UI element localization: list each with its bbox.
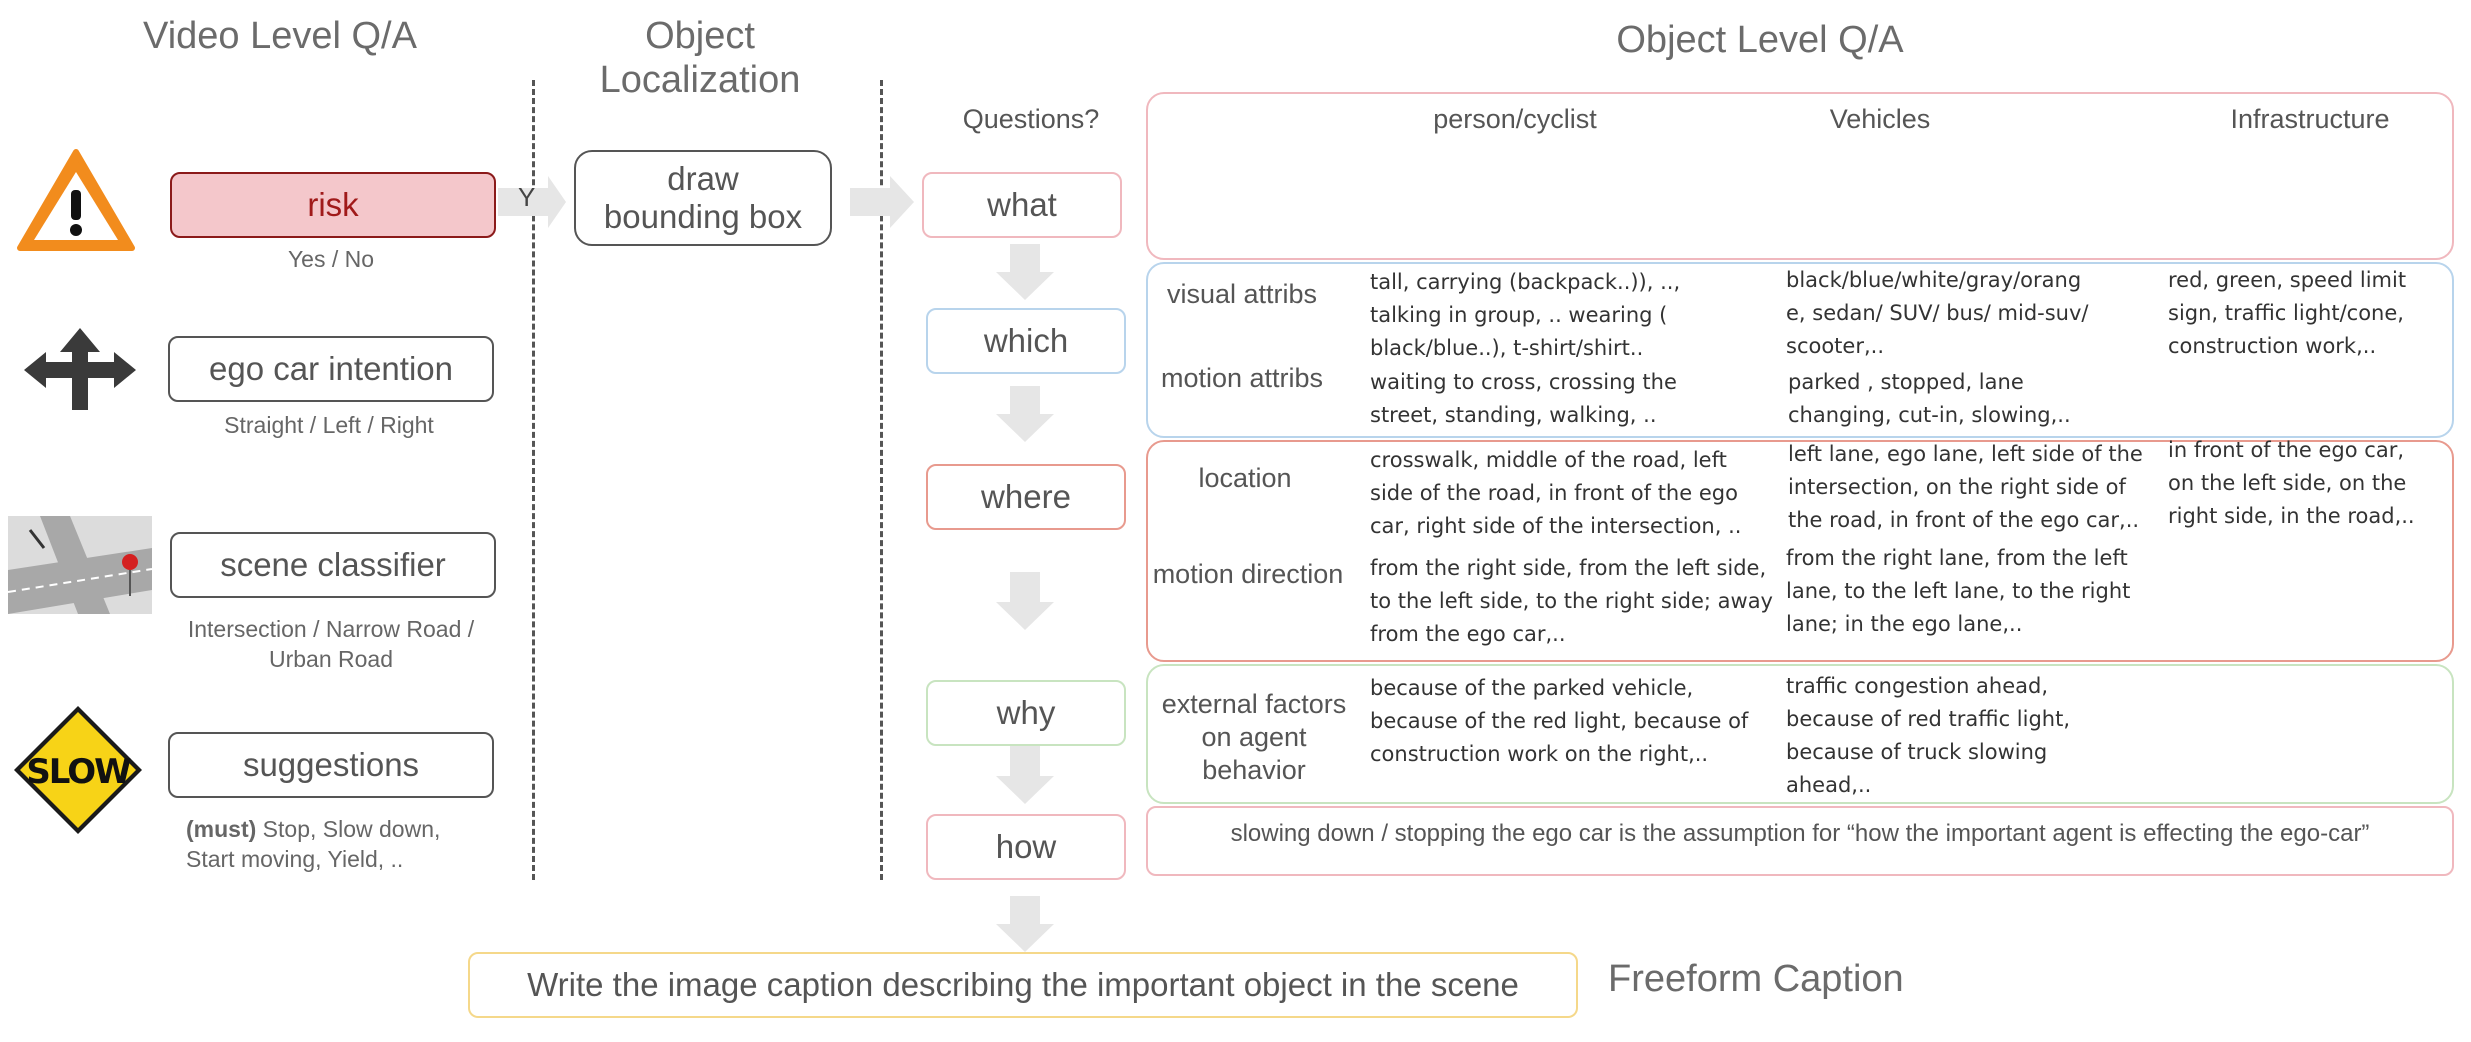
question-what-label: what [987, 186, 1057, 223]
video-level-title: Video Level Q/A [143, 15, 417, 57]
question-what: what [922, 172, 1122, 238]
location-vehicles: left lane, ego lane, left side of the in… [1788, 442, 2143, 532]
external-vehicles: traffic congestion ahead, because of red… [1786, 674, 2071, 797]
bounding-box-step: draw bounding box [574, 150, 832, 246]
separator-right [880, 80, 883, 880]
slow-sign-icon: SLOW [14, 706, 142, 834]
suggestions-label: suggestions [242, 746, 420, 783]
row-location: location [1198, 463, 1292, 493]
ego-intention-label: ego car intention [208, 350, 453, 387]
question-where: where [926, 464, 1126, 530]
row-motion-attribs: motion attribs [1160, 363, 1324, 393]
yes-marker: Y [518, 182, 536, 212]
direction-person: from the right side, from the left side,… [1370, 556, 1773, 646]
caption-text: Write the image caption describing the i… [527, 966, 1519, 1003]
location-person: crosswalk, middle of the road, left side… [1370, 448, 1742, 538]
external-person: because of the parked vehicle, because o… [1370, 676, 1749, 766]
scene-classifier-box: scene classifier [170, 532, 496, 598]
question-which: which [926, 308, 1126, 374]
how-assumption: slowing down / stopping the ego car is t… [1230, 820, 2370, 847]
object-level-title: Object Level Q/A [1616, 19, 1904, 61]
visual-infrastructure: red, green, speed limit sign, traffic li… [2168, 268, 2407, 358]
intersection-scene-icon [7, 516, 153, 614]
scene-classifier-label: scene classifier [220, 546, 446, 583]
suggestions-must: (must) [186, 816, 257, 842]
suggestions-options: Stop, Slow down, [256, 816, 441, 842]
question-how: how [926, 814, 1126, 880]
which-panel [1146, 262, 2454, 438]
category-infrastructure: Infrastructure [2230, 104, 2390, 134]
separator-left [532, 80, 535, 880]
row-visual-attribs: visual attribs [1166, 279, 1318, 309]
visual-vehicles: black/blue/white/gray/orang e, sedan/ SU… [1786, 268, 2089, 358]
freeform-caption-title: Freeform Caption [1608, 958, 1904, 1000]
category-person: person/cyclist [1433, 104, 1597, 134]
row-motion-direction: motion direction [1152, 559, 1344, 589]
question-which-label: which [983, 322, 1069, 359]
where-panel [1146, 440, 2454, 662]
suggestions-sub: (must) Stop, Slow down, Start moving, Yi… [186, 814, 506, 874]
warning-icon [17, 149, 135, 251]
intersection-arrows-icon [24, 328, 136, 410]
location-infrastructure: in front of the ego car, on the left sid… [2168, 438, 2415, 528]
visual-person: tall, carrying (backpack..)), .., talkin… [1370, 270, 1681, 360]
question-how-label: how [995, 828, 1057, 865]
row-external-factors: external factors on agent behavior [1161, 689, 1347, 785]
ego-intention-sub: Straight / Left / Right [224, 412, 434, 438]
question-why: why [926, 680, 1126, 746]
question-why-label: why [996, 694, 1056, 731]
risk-label: risk [307, 186, 359, 223]
questions-header: Questions? [962, 104, 1100, 134]
category-vehicles: Vehicles [1829, 104, 1931, 134]
why-panel [1146, 664, 2454, 804]
question-where-label: where [981, 478, 1071, 515]
motion-vehicles: parked , stopped, lane changing, cut-in,… [1788, 370, 2071, 427]
bounding-box-label: draw bounding box [603, 160, 803, 235]
how-panel [1146, 806, 2454, 876]
scene-classifier-sub: Intersection / Narrow Road / Urban Road [187, 616, 475, 672]
object-localization-title: Object Localization [599, 15, 801, 101]
direction-vehicles: from the right lane, from the left lane,… [1786, 546, 2131, 636]
risk-box: risk [170, 172, 496, 238]
risk-sub: Yes / No [287, 246, 375, 272]
motion-person: waiting to cross, crossing the street, s… [1370, 370, 1677, 427]
caption-box: Write the image caption describing the i… [468, 952, 1578, 1018]
ego-intention-box: ego car intention [168, 336, 494, 402]
what-panel [1146, 92, 2454, 260]
svg-text:SLOW: SLOW [26, 752, 131, 792]
suggestions-options-2: Start moving, Yield, .. [186, 846, 404, 872]
suggestions-box: suggestions [168, 732, 494, 798]
